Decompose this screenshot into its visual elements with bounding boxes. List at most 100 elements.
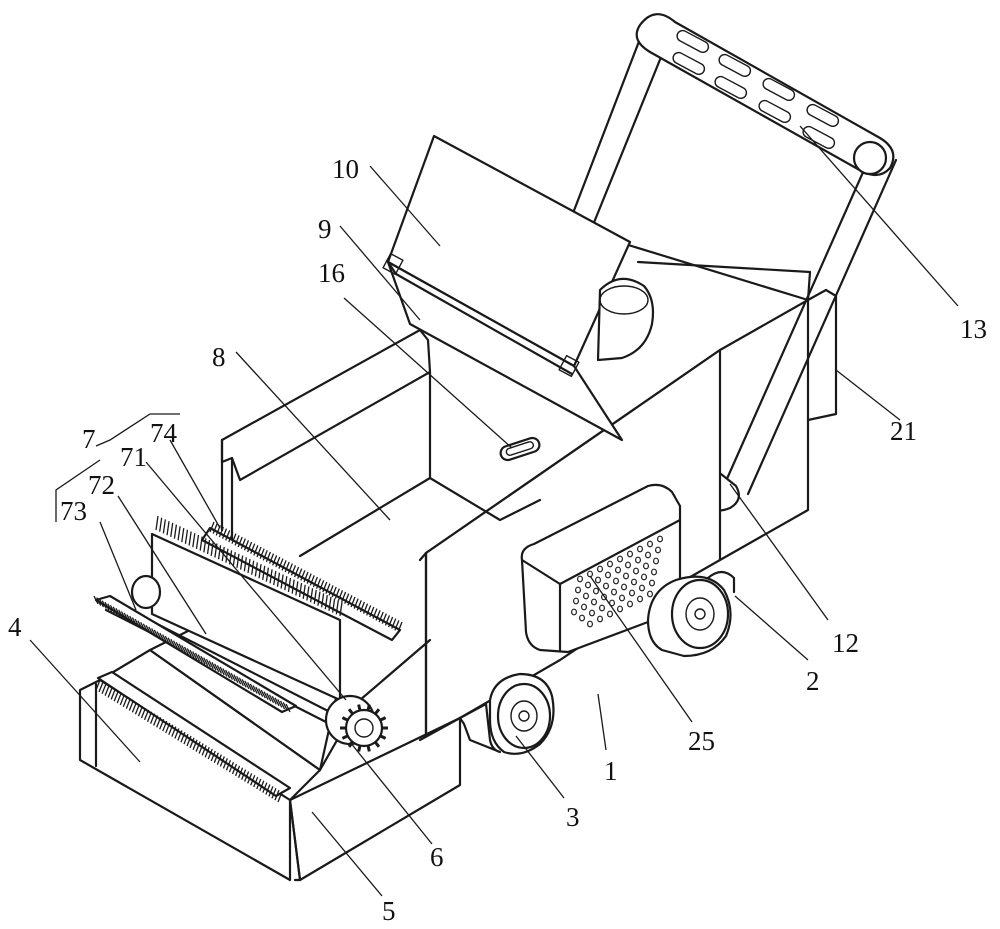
label-8: 8 [212, 342, 226, 372]
bristle [325, 583, 331, 594]
bristle [140, 621, 146, 631]
label-21: 21 [890, 416, 917, 446]
gear-tooth [379, 716, 387, 722]
bristle [250, 774, 256, 786]
bristle [131, 702, 138, 713]
bristle [306, 573, 312, 584]
vent-hole [638, 584, 645, 592]
bristle [171, 726, 177, 737]
bristle [197, 654, 203, 663]
brush-bristles-upper [93, 595, 291, 713]
vent-hole [620, 583, 627, 591]
bristle [265, 567, 270, 582]
bristle [290, 565, 297, 576]
gear-tooth [347, 708, 354, 715]
vent-hole [612, 577, 619, 585]
bristle [134, 704, 141, 715]
label-2: 2 [806, 666, 820, 696]
label-16: 16 [318, 258, 345, 288]
bristle [334, 588, 340, 599]
bristle [110, 689, 116, 700]
rear-wheel [646, 570, 736, 658]
bristle [266, 692, 272, 702]
bristle [214, 663, 220, 673]
bristle [236, 553, 240, 568]
bristle [366, 605, 372, 616]
bristle [397, 621, 403, 633]
bristle [222, 668, 228, 677]
bristle [137, 705, 144, 717]
label-12: 12 [832, 628, 859, 658]
bristle [217, 545, 222, 560]
bristle [200, 655, 206, 665]
bristle [199, 536, 203, 551]
bristle [253, 545, 259, 556]
bristle [101, 600, 107, 609]
bristle [252, 685, 258, 694]
bristle [140, 707, 147, 719]
bristle [198, 743, 204, 754]
bristle [309, 588, 314, 603]
bristle [271, 788, 277, 799]
bristle [347, 595, 353, 606]
bristle [95, 679, 101, 691]
bristle [268, 694, 275, 704]
bristle [210, 750, 216, 762]
label-25: 25 [688, 726, 715, 756]
vent-hole [586, 570, 593, 578]
vent-hole [606, 560, 613, 568]
reference-numerals: 1 2 3 4 5 6 7 8 9 10 12 13 16 21 25 71 7… [8, 154, 987, 926]
bristle [181, 645, 187, 654]
bristle [309, 575, 315, 586]
bristle [291, 579, 295, 594]
bristle [331, 598, 336, 613]
bristle [227, 671, 233, 680]
bristle [277, 699, 283, 708]
bristle [381, 613, 387, 624]
bristle [194, 652, 201, 662]
bristle [195, 534, 200, 550]
bristle [161, 634, 168, 643]
vent-hole [640, 573, 647, 581]
bristle [340, 591, 347, 603]
vent-hole [604, 571, 611, 579]
bristle [312, 576, 319, 588]
bristle [259, 548, 265, 559]
label-71: 71 [120, 442, 147, 472]
bristle [192, 533, 196, 548]
bristle [218, 526, 225, 538]
bristle [209, 521, 215, 533]
bristle [221, 528, 228, 539]
vent-hole [596, 615, 603, 623]
bristle [232, 552, 236, 567]
bristle [263, 691, 269, 700]
bristle [137, 620, 143, 629]
bristle [206, 539, 211, 555]
bristle [159, 718, 165, 730]
bristle [274, 697, 280, 707]
vent-hole [596, 565, 603, 573]
bristle [243, 540, 250, 551]
bristle [189, 737, 195, 749]
vent-hole [632, 567, 639, 575]
bristle [225, 760, 232, 771]
bristle [109, 604, 116, 614]
bristle [192, 739, 198, 750]
brush-bristles-lower [95, 679, 283, 803]
bristle [274, 789, 280, 801]
bristle [269, 569, 273, 584]
bristle [372, 608, 378, 619]
bristle [271, 695, 277, 705]
bristle [297, 568, 303, 579]
vent-hole [574, 586, 581, 594]
bristle [335, 600, 339, 615]
bristle [205, 658, 212, 668]
gear-tooth [357, 704, 362, 711]
bristle [394, 620, 400, 631]
bristle [237, 536, 243, 548]
bristle [257, 688, 264, 697]
vent-hole [644, 551, 651, 559]
label-72: 72 [88, 470, 115, 500]
bristle [98, 598, 105, 608]
